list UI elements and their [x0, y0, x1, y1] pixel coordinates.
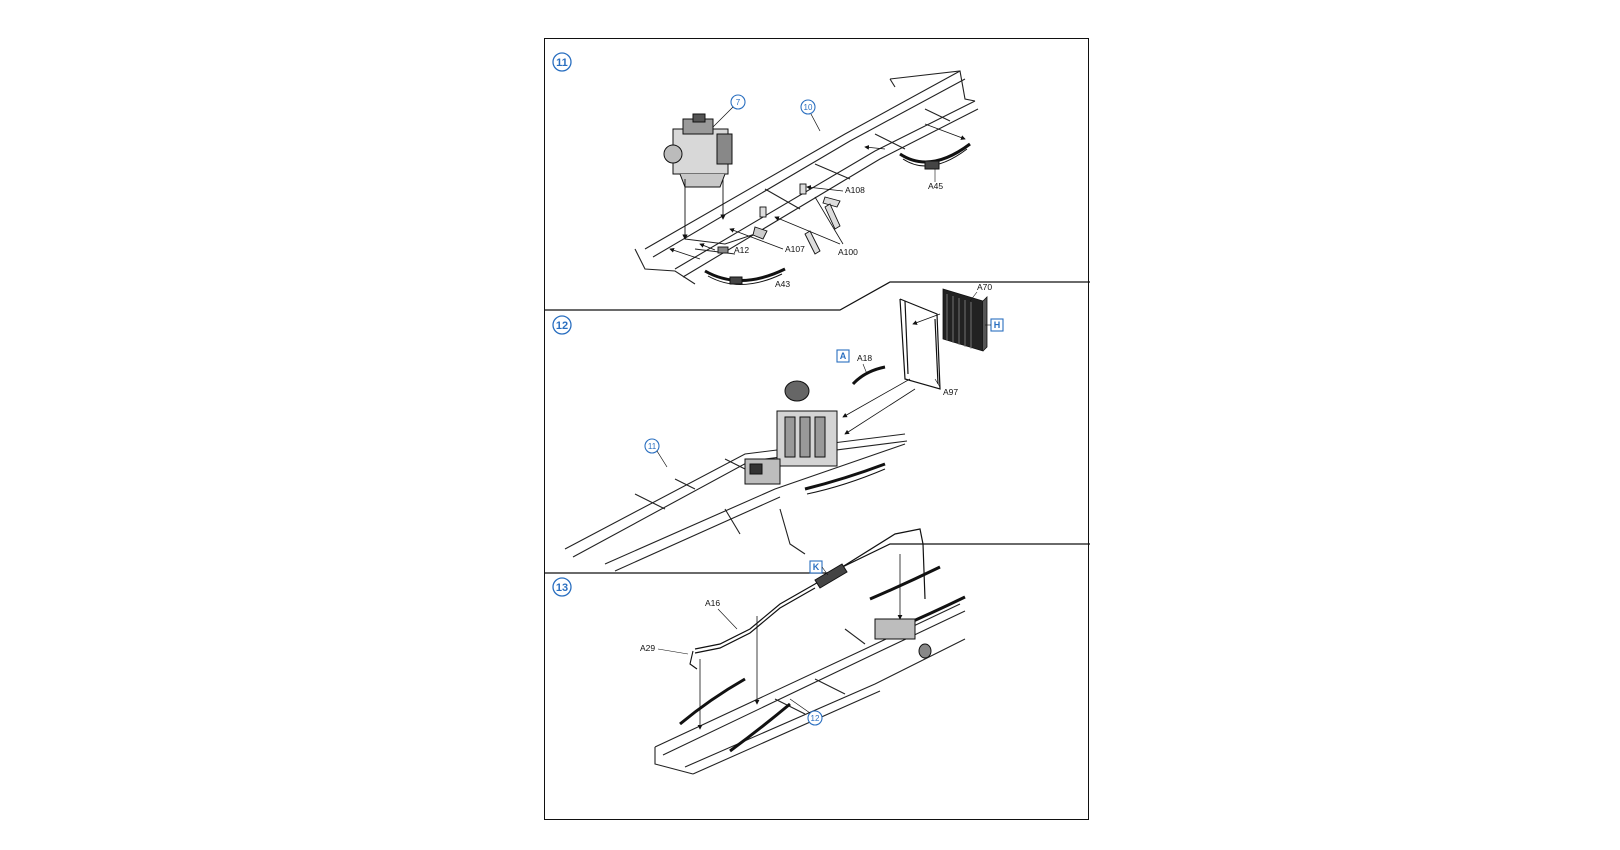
chassis-frame-step-13: [654, 603, 966, 775]
hose-a18: [851, 365, 886, 386]
svg-text:11: 11: [648, 442, 657, 451]
radiator-frame-a97: [899, 298, 941, 390]
step-11-marker: 11: [552, 52, 572, 72]
ref-10-marker: 10: [800, 99, 821, 132]
front-leaf-spring-a43: [704, 267, 786, 285]
label-a12: A12: [734, 245, 749, 255]
svg-text:A: A: [840, 351, 847, 361]
svg-text:10: 10: [804, 103, 813, 112]
front-axle-step-13: [869, 565, 966, 659]
bracket-a107: [752, 226, 768, 240]
instruction-sheet: 11 7 10: [544, 38, 1090, 820]
label-a70: A70: [977, 282, 992, 292]
label-a100: A100: [838, 247, 858, 257]
chassis-frame-step-11: [634, 70, 979, 285]
hanger-a29: [689, 650, 698, 670]
divider-step-12: [545, 543, 1090, 574]
bracket-a12: [717, 246, 729, 254]
rear-leaf-springs-step-13: [679, 677, 791, 753]
engine-block-icon: [663, 113, 733, 188]
chassis-frame-step-12: [564, 433, 908, 572]
step-11-number: 11: [556, 57, 568, 69]
label-a18: A18: [857, 353, 872, 363]
label-a108: A108: [845, 185, 865, 195]
ref-7-marker: 7: [712, 94, 746, 128]
svg-text:7: 7: [736, 98, 741, 107]
step-12-marker: 12: [552, 315, 572, 335]
muffler-icon: [814, 563, 848, 589]
svg-text:K: K: [813, 562, 820, 572]
label-a97: A97: [943, 387, 958, 397]
engine-block-step-12-icon: [744, 380, 838, 485]
callout-box-k: K: [809, 560, 829, 576]
radiator-a70: [942, 288, 988, 352]
label-a29: A29: [640, 643, 655, 653]
step-13-marker: 13: [552, 577, 572, 597]
divider-step-11: [545, 281, 1090, 311]
svg-text:12: 12: [811, 714, 820, 723]
label-a45: A45: [928, 181, 943, 191]
bracket-a100: [759, 203, 841, 255]
step-13-number: 13: [556, 582, 568, 594]
callout-box-h: H: [985, 318, 1004, 332]
label-a107: A107: [785, 244, 805, 254]
step-12-number: 12: [556, 320, 568, 332]
label-a16: A16: [705, 598, 720, 608]
assembly-diagram: 11 7 10: [545, 52, 1090, 775]
ref-12-marker: 12: [789, 698, 823, 726]
svg-text:H: H: [994, 320, 1001, 330]
rear-leaf-spring-a45: [899, 142, 971, 170]
ref-11-marker: 11: [644, 438, 668, 468]
label-a43: A43: [775, 279, 790, 289]
callout-box-a: A: [836, 349, 850, 363]
front-leaf-spring-step-12: [804, 462, 886, 495]
exhaust-pipe-a16: [694, 528, 926, 654]
bracket-a108: [799, 183, 841, 208]
